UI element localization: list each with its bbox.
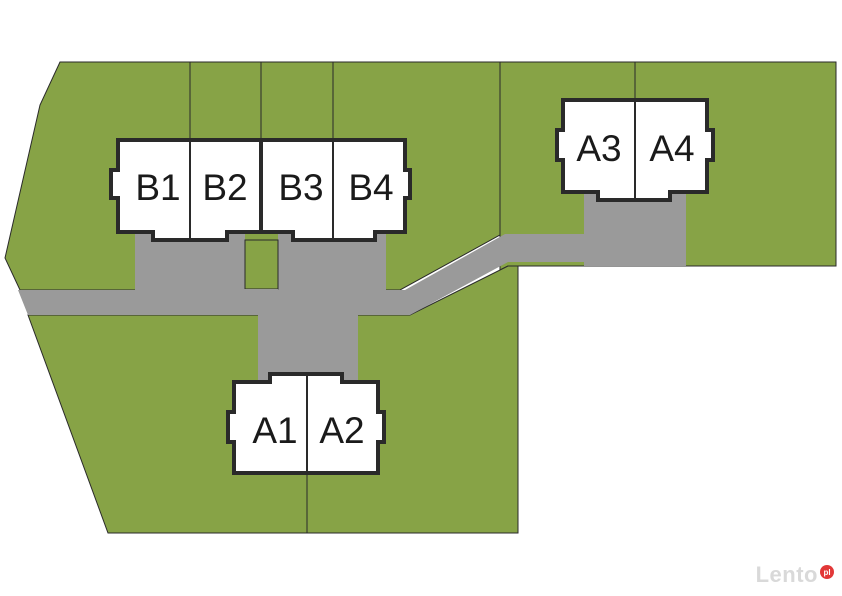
unit-label-b2[interactable]: B2 [202, 167, 247, 208]
unit-label-a1[interactable]: A1 [252, 410, 297, 451]
unit-label-b4[interactable]: B4 [348, 167, 393, 208]
unit-label-a3[interactable]: A3 [576, 128, 621, 169]
watermark-badge: pl [820, 565, 834, 579]
lot-dividers [189, 62, 636, 533]
building-a-lower: A1 A2 [226, 372, 386, 475]
unit-label-a4[interactable]: A4 [649, 128, 694, 169]
watermark-logo: Lento pl [756, 562, 834, 588]
unit-label-b3[interactable]: B3 [278, 167, 323, 208]
unit-label-a2[interactable]: A2 [319, 410, 364, 451]
watermark-text: Lento [755, 562, 818, 587]
building-b: B1 B2 B3 B4 [109, 138, 412, 242]
driveway-a3-a4 [584, 190, 686, 266]
green-strip [244, 239, 279, 290]
unit-label-b1[interactable]: B1 [135, 167, 180, 208]
road-to-a [258, 300, 358, 380]
road-edge-fill [135, 289, 278, 291]
main-road [18, 234, 585, 315]
building-a-upper: A3 A4 [555, 98, 715, 202]
